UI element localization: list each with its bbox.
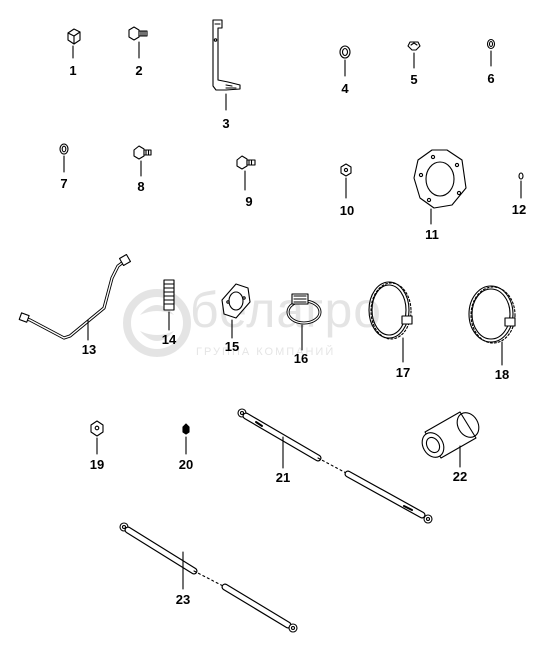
part-label-7: 7 (60, 176, 68, 191)
part-10-drawing (340, 163, 352, 199)
part-14-drawing (163, 279, 175, 331)
part-16-drawing (286, 293, 322, 351)
part-label-16: 16 (293, 351, 309, 366)
part-5-drawing (407, 41, 421, 69)
part-9-drawing (236, 155, 256, 191)
part-label-22: 22 (452, 469, 468, 484)
part-19-drawing (90, 420, 104, 455)
part-17-drawing (368, 281, 413, 363)
part-label-21: 21 (275, 470, 291, 485)
part-1-drawing (67, 28, 81, 59)
part-label-1: 1 (69, 63, 77, 78)
part-label-18: 18 (494, 367, 510, 382)
part-23-drawing (119, 522, 298, 633)
part-11-drawing (413, 149, 467, 225)
part-label-2: 2 (135, 63, 143, 78)
part-label-17: 17 (395, 365, 411, 380)
part-label-20: 20 (178, 457, 194, 472)
part-label-13: 13 (81, 342, 97, 357)
part-label-4: 4 (341, 81, 349, 96)
part-13-drawing (18, 253, 132, 341)
part-21-drawing (237, 408, 433, 524)
part-22-drawing (421, 411, 480, 468)
part-18-drawing (468, 285, 516, 366)
part-label-3: 3 (222, 116, 230, 131)
brand-watermark: белагро ГРУППА КОМПАНИЙ (122, 285, 422, 375)
part-15-drawing (221, 283, 251, 339)
part-label-14: 14 (161, 332, 177, 347)
part-8-drawing (133, 145, 152, 177)
watermark-brand-text: белагро (190, 282, 383, 338)
watermark-subtitle-text: ГРУППА КОМПАНИЙ (196, 346, 336, 358)
part-label-12: 12 (511, 202, 527, 217)
part-label-5: 5 (410, 72, 418, 87)
part-7-drawing (59, 143, 69, 173)
part-6-drawing (486, 38, 496, 67)
part-3-drawing (212, 19, 241, 111)
part-12-drawing (518, 172, 524, 199)
part-label-11: 11 (425, 227, 439, 242)
part-label-23: 23 (175, 592, 191, 607)
part-2-drawing (128, 26, 148, 59)
part-4-drawing (339, 45, 351, 77)
part-20-drawing (182, 423, 190, 455)
part-label-15: 15 (224, 339, 240, 354)
part-label-9: 9 (245, 194, 253, 209)
part-label-8: 8 (137, 179, 145, 194)
part-label-10: 10 (339, 203, 355, 218)
part-label-19: 19 (89, 457, 105, 472)
part-label-6: 6 (487, 71, 495, 86)
